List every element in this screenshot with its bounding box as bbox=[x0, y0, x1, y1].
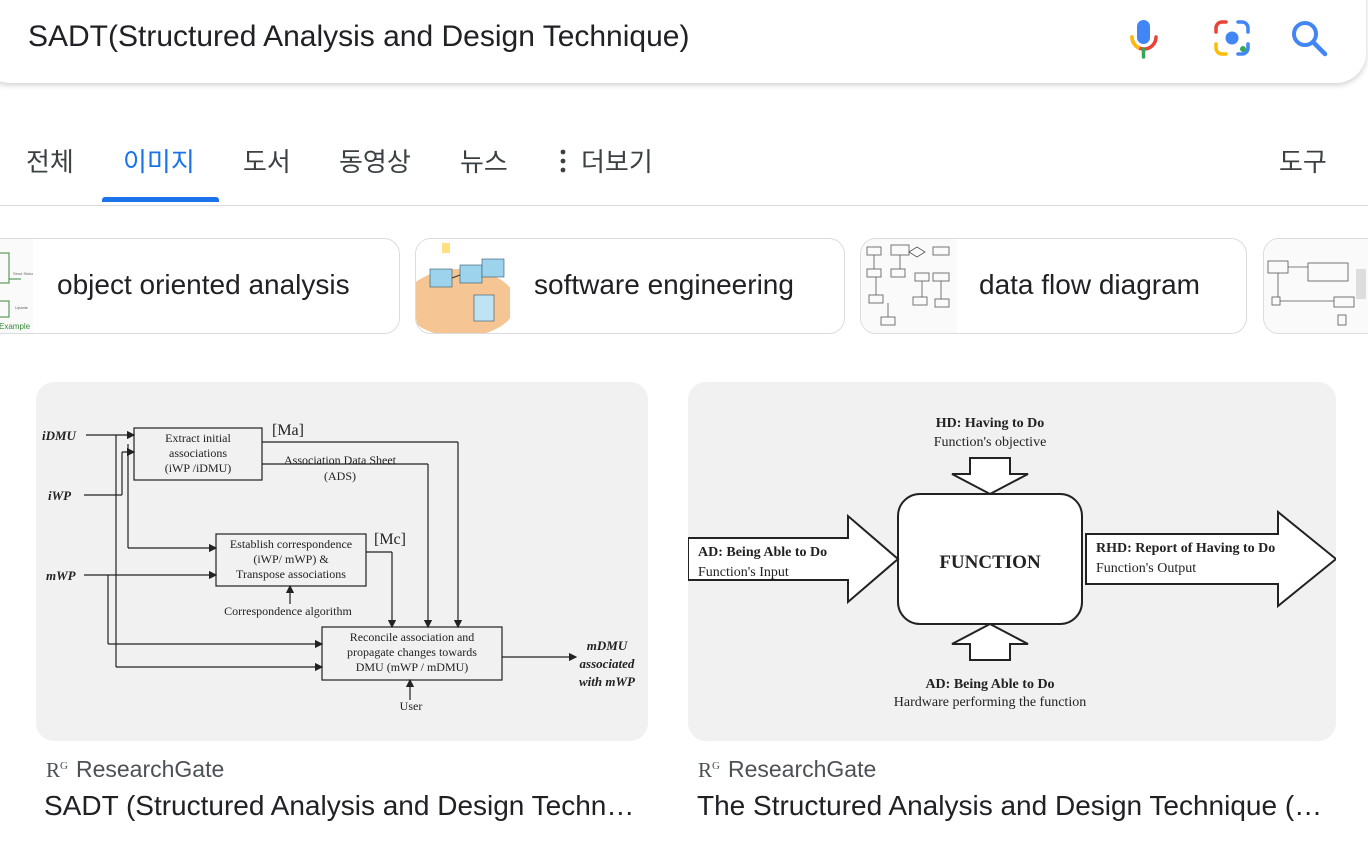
chip-thumbnail bbox=[861, 239, 957, 333]
tab-videos[interactable]: 동영상 bbox=[339, 147, 411, 177]
microphone-icon[interactable] bbox=[1122, 16, 1166, 60]
source-name: ResearchGate bbox=[727, 756, 877, 782]
box2-line3: Transpose associations bbox=[236, 567, 346, 581]
result-source-2[interactable]: RG ResearchGate bbox=[698, 756, 876, 783]
input-iwp: iWP bbox=[48, 488, 72, 503]
box2-line2: (iWP/ mWP) & bbox=[253, 552, 329, 566]
ma-label: [Ma] bbox=[272, 422, 304, 439]
researchgate-logo-icon: RG bbox=[46, 758, 68, 782]
input-mwp: mWP bbox=[46, 568, 77, 583]
right-label-sub: Function's Output bbox=[1096, 561, 1196, 576]
top-label-title: HD: Having to Do bbox=[936, 416, 1045, 431]
source-name: ResearchGate bbox=[75, 756, 225, 782]
svg-text:Send Status: Send Status bbox=[13, 271, 33, 276]
search-input[interactable]: SADT(Structured Analysis and Design Tech… bbox=[28, 20, 690, 53]
tab-books[interactable]: 도서 bbox=[243, 147, 291, 177]
result-image-1[interactable]: Extract initial associations (iWP /iDMU)… bbox=[36, 382, 648, 741]
box1-line3: (iWP /iDMU) bbox=[165, 461, 232, 475]
right-label-title: RHD: Report of Having to Do bbox=[1096, 541, 1275, 556]
bottom-label-sub: Hardware performing the function bbox=[894, 695, 1086, 710]
ads-line2: (ADS) bbox=[324, 469, 356, 483]
output-line1: mDMU bbox=[587, 638, 628, 653]
left-label-sub: Function's Input bbox=[698, 565, 789, 580]
box2-line1: Establish correspondence bbox=[230, 537, 352, 551]
function-label: FUNCTION bbox=[939, 552, 1041, 573]
camera-lens-icon[interactable] bbox=[1210, 16, 1254, 60]
chip-software-engineering[interactable]: software engineering bbox=[415, 238, 845, 334]
box3-line2: propagate changes towards bbox=[347, 645, 477, 659]
output-line3: with mWP bbox=[579, 674, 636, 689]
search-icon[interactable] bbox=[1287, 16, 1331, 60]
chip-thumbnail bbox=[416, 239, 510, 333]
chip-data-flow-diagram[interactable]: data flow diagram bbox=[860, 238, 1247, 334]
idef0-function-diagram: HD: Having to Do Function's objective FU… bbox=[688, 416, 1336, 710]
chip-thumbnail bbox=[1264, 239, 1368, 333]
tools-button[interactable]: 도구 bbox=[1279, 147, 1327, 177]
box3-line3: DMU (mWP / mDMU) bbox=[356, 660, 469, 674]
chip-label: software engineering bbox=[534, 269, 794, 300]
tab-news[interactable]: 뉴스 bbox=[460, 147, 508, 177]
search-tabs: 전체 이미지 도서 동영상 뉴스 더보기 도구 bbox=[0, 100, 1368, 206]
researchgate-logo-icon: RG bbox=[698, 758, 720, 782]
chip-label: object oriented analysis bbox=[57, 269, 350, 300]
result-title-1[interactable]: SADT (Structured Analysis and Design Tec… bbox=[44, 790, 635, 821]
search-bar[interactable] bbox=[0, 0, 1366, 83]
sadt-flow-diagram: Extract initial associations (iWP /iDMU)… bbox=[42, 422, 636, 713]
chip-object-oriented-analysis[interactable]: Send Status Update Example object orient… bbox=[0, 238, 400, 334]
box1-line2: associations bbox=[169, 446, 227, 460]
bottom-label-title: AD: Being Able to Do bbox=[925, 677, 1054, 692]
more-vertical-icon[interactable] bbox=[555, 148, 571, 179]
user-label: User bbox=[400, 699, 423, 713]
left-label-title: AD: Being Able to Do bbox=[698, 545, 827, 560]
box1-line1: Extract initial bbox=[165, 431, 231, 445]
chip-thumbnail: Send Status Update Example bbox=[0, 239, 33, 333]
tab-all[interactable]: 전체 bbox=[26, 147, 74, 177]
chip-thumb-text: Example bbox=[0, 322, 31, 331]
chip-label: data flow diagram bbox=[979, 269, 1201, 300]
tab-images[interactable]: 이미지 bbox=[123, 147, 195, 177]
result-title-2[interactable]: The Structured Analysis and Design Techn… bbox=[697, 790, 1323, 821]
tab-more[interactable]: 더보기 bbox=[581, 147, 653, 177]
box3-line1: Reconcile association and bbox=[350, 630, 475, 644]
input-idmu: iDMU bbox=[42, 428, 77, 443]
ads-line1: Association Data Sheet bbox=[284, 453, 397, 467]
chip-next[interactable] bbox=[1263, 238, 1368, 334]
output-line2: associated bbox=[580, 656, 635, 671]
svg-text:Update: Update bbox=[15, 305, 29, 310]
top-label-sub: Function's objective bbox=[934, 435, 1047, 450]
result-image-2[interactable]: HD: Having to Do Function's objective FU… bbox=[688, 382, 1336, 741]
active-tab-indicator bbox=[102, 197, 219, 202]
mc-label: [Mc] bbox=[374, 531, 406, 548]
correspondence-label: Correspondence algorithm bbox=[224, 604, 352, 618]
result-source-1[interactable]: RG ResearchGate bbox=[46, 756, 224, 783]
